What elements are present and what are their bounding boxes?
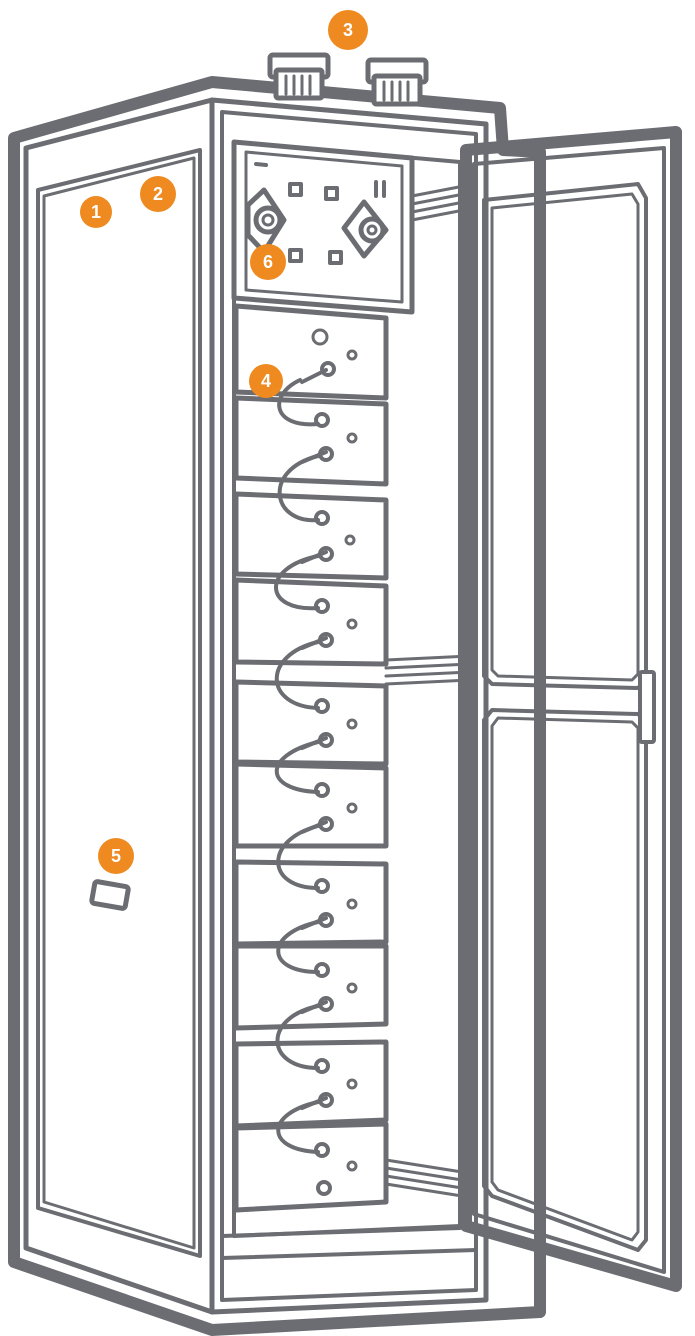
callout-1-label: 1: [91, 202, 101, 222]
top-cable-glands: [267, 52, 429, 107]
callout-5: 5: [98, 838, 134, 874]
cabinet-door: [460, 126, 682, 1292]
left-rotary-switch: [245, 187, 287, 255]
battery-module: [233, 491, 389, 581]
callout-6: 6: [250, 244, 286, 280]
battery-module: [233, 577, 389, 667]
callout-2: 2: [140, 176, 176, 212]
battery-module: [233, 761, 389, 849]
battery-stack: [233, 303, 472, 1213]
side-panel-handle: [89, 879, 131, 911]
callout-3-label: 3: [343, 20, 353, 40]
battery-module: [233, 859, 389, 947]
front-frame: [209, 97, 489, 1315]
callout-3: 3: [328, 10, 368, 50]
battery-interconnect-cables: [274, 378, 320, 1154]
callout-2-label: 2: [153, 184, 163, 204]
control-panel: [231, 139, 466, 315]
battery-module: [233, 679, 389, 767]
callout-6-label: 6: [263, 252, 273, 272]
battery-module: [233, 395, 389, 487]
callout-1: 1: [80, 196, 112, 228]
callout-4-label: 4: [261, 371, 271, 391]
right-rotary-switch: [341, 199, 389, 259]
door-latch: [638, 670, 656, 744]
battery-module: [233, 1039, 389, 1129]
door-upper-panel: [482, 182, 648, 690]
side-panel: [36, 148, 202, 1258]
battery-module: [233, 1121, 389, 1213]
callout-5-label: 5: [111, 846, 121, 866]
callout-4: 4: [249, 364, 283, 398]
battery-module: [233, 943, 389, 1031]
door-lower-panel: [482, 708, 648, 1252]
